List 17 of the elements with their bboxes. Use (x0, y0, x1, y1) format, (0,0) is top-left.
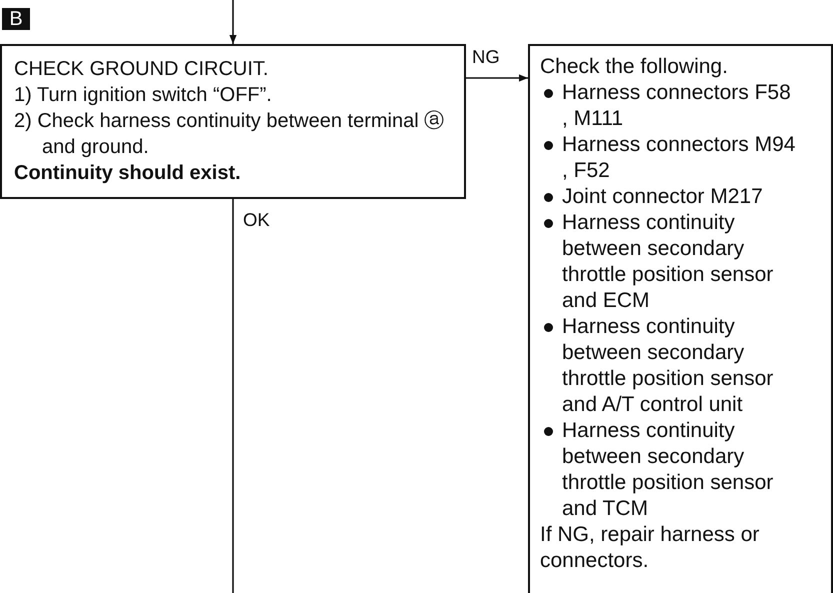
check-item: Harness continuity between secondary throttle position sensor and TCM (540, 418, 801, 522)
arrow (466, 74, 528, 82)
check-item: Harness continuity between secondary throttle position sensor and A/T control unit (540, 314, 801, 418)
box-heading: CHECK GROUND CIRCUIT. (14, 57, 270, 82)
arrow (229, 0, 237, 44)
process-box (0, 44, 466, 199)
check-item: Harness connectors M94 , F52 (540, 132, 801, 184)
note-text: If NG, repair harness or connectors. (540, 522, 760, 574)
section-badge: B (2, 8, 30, 30)
check-item: Joint connector M217 (540, 184, 801, 210)
step-text: Continuity should exist. (14, 161, 242, 186)
process-box (528, 44, 833, 593)
box-heading: Check the following. (540, 54, 729, 80)
step-text: 2) Check harness continuity between terminal ⓐ and ground. (14, 109, 446, 160)
step-text: 1) Turn ignition switch “OFF”. (14, 83, 273, 108)
check-item: Harness connectors F58 , M111 (540, 80, 801, 132)
check-item: Harness continuity between secondary throttle position sensor and ECM (540, 210, 801, 314)
